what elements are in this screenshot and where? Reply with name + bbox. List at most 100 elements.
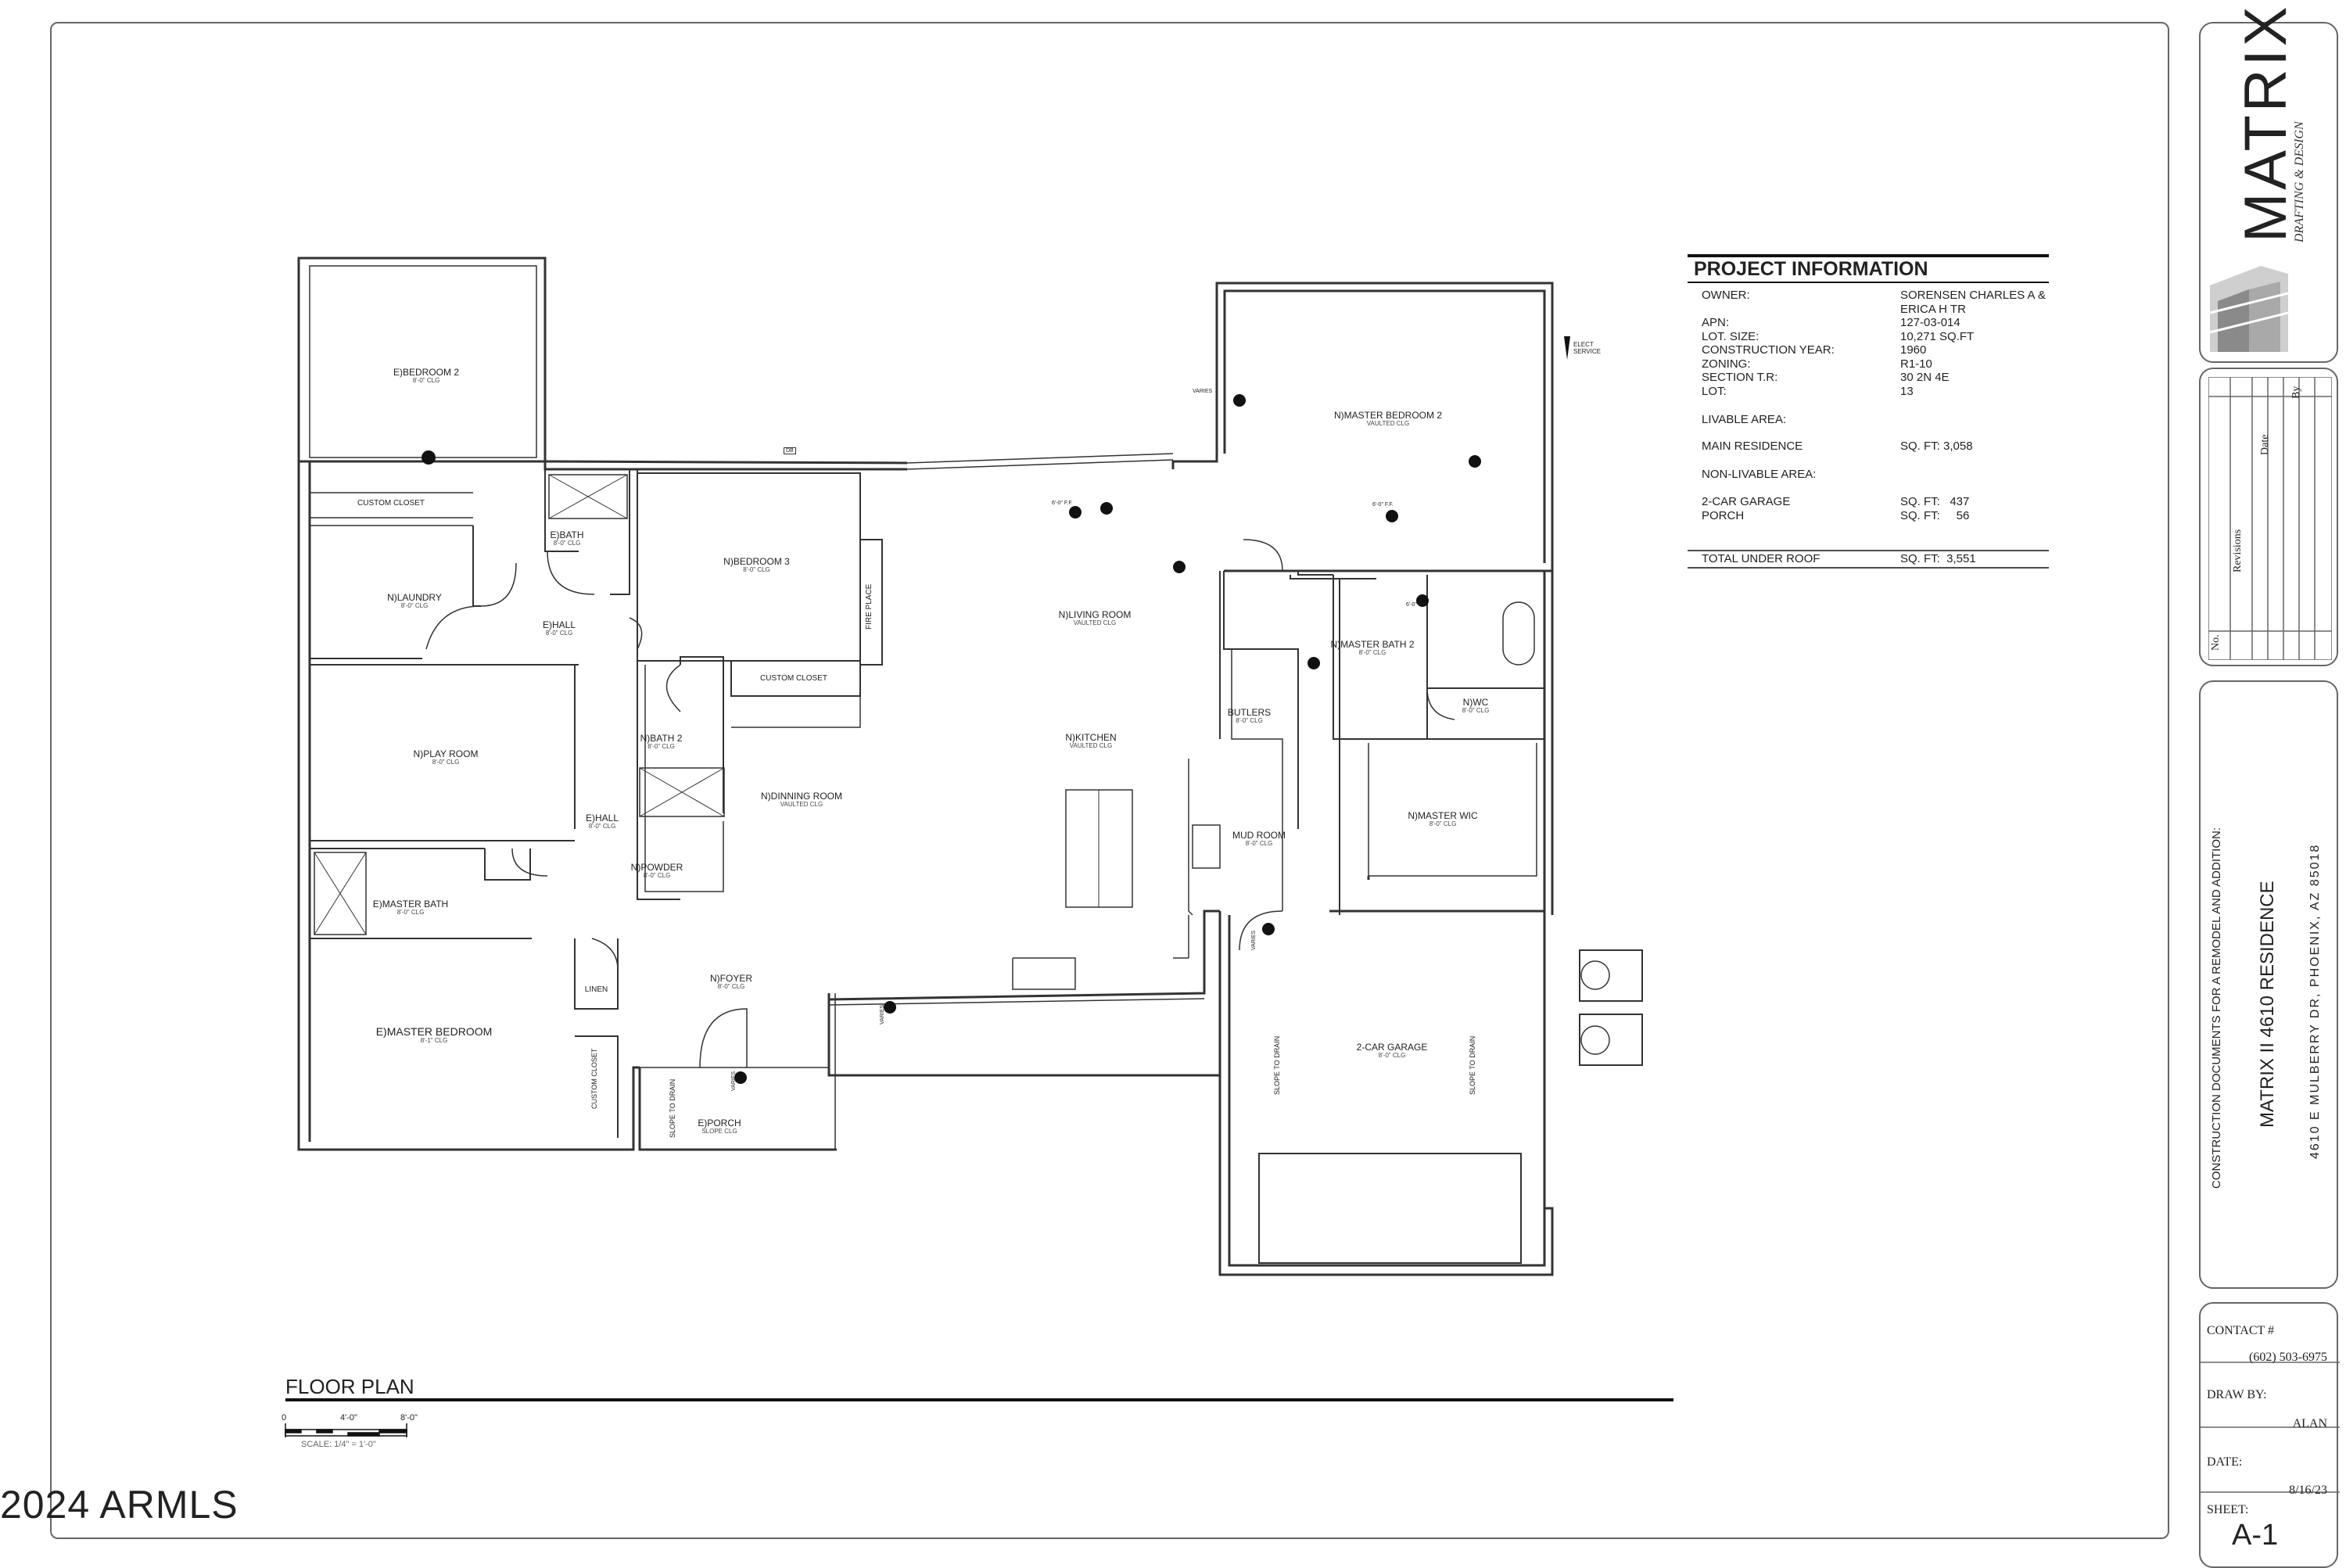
varies-note: VARIES: [880, 1004, 885, 1024]
garage-area-label: 2-CAR GARAGE: [1702, 495, 1791, 508]
project-info-label: ZONING:: [1702, 357, 1751, 371]
ac-unit-2: [1579, 1014, 1643, 1066]
doc-title: CONSTRUCTION DOCUMENTS FOR A REMODEL AND…: [2210, 827, 2223, 1189]
rev-header-date: Date: [2259, 434, 2271, 455]
residence-address: 4610 E MULBERRY DR, PHOENIX, AZ 85018: [2308, 843, 2322, 1159]
wall-bedroom2: [297, 257, 547, 463]
ceiling-fan-icon: [884, 1001, 896, 1014]
nonlivable-heading: NON-LIVABLE AREA:: [1702, 468, 1817, 481]
rev-header-revisions: Revisions: [2232, 529, 2244, 572]
room-label-custom-closet-3: CUSTOM CLOSET: [590, 1048, 598, 1109]
brand-tagline: DRAFTING & DESIGN: [2293, 121, 2306, 242]
total-roof-label: TOTAL UNDER ROOF: [1702, 552, 1820, 565]
scale-tick-1: 4'-0": [340, 1413, 357, 1423]
matrix-logo-icon: [2209, 266, 2289, 352]
scale-tick-0: 0: [282, 1413, 287, 1423]
ceiling-fan-icon: [1100, 502, 1113, 515]
drawn-by-value: ALAN: [2292, 1417, 2327, 1430]
project-info-value: 30 2N 4E: [1900, 371, 1950, 384]
project-info-label: OWNER:: [1702, 289, 1750, 302]
ac-unit-1: [1579, 949, 1643, 1002]
ceiling-fan-icon: [1416, 594, 1429, 607]
sheet-number: A-1: [2232, 1519, 2279, 1552]
project-info-label: APN:: [1702, 316, 1730, 329]
scale-tick-2: 8'-0": [400, 1413, 418, 1423]
rev-header-no: No.: [2210, 634, 2222, 651]
varies-note: VARIES: [1193, 389, 1213, 394]
garage-area-value: SQ. FT: 437: [1900, 495, 1970, 508]
scale-text: SCALE: 1/4" = 1'-0": [301, 1440, 376, 1449]
slope-to-drain-note: SLOPE TO DRAIN: [1273, 1035, 1281, 1095]
project-title-panel: CONSTRUCTION DOCUMENTS FOR A REMODEL AND…: [2199, 680, 2338, 1289]
ceiling-fan-icon: [1469, 455, 1481, 468]
room-label-fireplace: FIRE PLACE: [865, 583, 873, 630]
ceiling-fan-icon: [1069, 506, 1082, 518]
varies-note: VARIES: [1251, 930, 1257, 950]
drawn-by-label: DRAW BY:: [2207, 1388, 2267, 1401]
electric-service-icon: [1564, 336, 1570, 360]
residence-name: MATRIX II 4610 RESIDENCE: [2257, 881, 2278, 1128]
watermark: 2024 ARMLS: [0, 1483, 239, 1527]
revisions-panel: No. Revisions Date By: [2199, 368, 2338, 666]
total-roof-value: SQ. FT: 3,551: [1900, 552, 1976, 565]
date-value: 8/16/23: [2289, 1484, 2327, 1497]
fan-height-note: 6'-0" F.F.: [1372, 502, 1394, 508]
brand-name: MATRIX: [2233, 3, 2299, 242]
project-info-value: 1960: [1900, 343, 1927, 357]
room-label-custom-closet: CUSTOM CLOSET: [357, 499, 425, 508]
ceiling-fan-icon: [1233, 394, 1246, 407]
varies-note: VARIES: [731, 1071, 737, 1091]
fan-height-note: 6'-0" F.F.: [1406, 602, 1427, 608]
project-info-value: 13: [1900, 384, 1914, 398]
project-info-value: R1-10: [1900, 357, 1932, 371]
project-info-heading: PROJECT INFORMATION: [1694, 258, 1928, 280]
slope-to-drain-note: SLOPE TO DRAIN: [1469, 1035, 1476, 1095]
project-info-label: CONSTRUCTION YEAR:: [1702, 343, 1835, 357]
project-info-label: SECTION T.R:: [1702, 371, 1778, 384]
main-residence-value: SQ. FT: 3,058: [1900, 440, 1973, 453]
main-residence-label: MAIN RESIDENCE: [1702, 440, 1803, 453]
ceiling-fan-icon: [1308, 657, 1320, 669]
slope-to-drain-note: SLOPE TO DRAIN: [669, 1078, 676, 1138]
ceiling-fan-icon: [734, 1071, 747, 1084]
porch-area-label: PORCH: [1702, 509, 1745, 522]
ceiling-fan-icon: [421, 450, 436, 465]
elect-service-note: ELECT SERVICE: [1573, 341, 1601, 355]
livable-heading: LIVABLE AREA:: [1702, 413, 1787, 426]
project-info-value: 10,271 SQ.FT: [1900, 329, 1975, 343]
room-label-linen: LINEN: [584, 985, 608, 994]
project-info-label: LOT:: [1702, 384, 1727, 398]
revisions-grid: [2208, 377, 2332, 660]
project-info-value: ERICA H TR: [1900, 302, 1966, 316]
project-info-label: LOT. SIZE:: [1702, 329, 1760, 343]
floor-plan-drawing: [285, 254, 2049, 1437]
rev-header-by: By: [2290, 386, 2302, 399]
contact-panel: CONTACT # (602) 503-6975 DRAW BY: ALAN D…: [2199, 1302, 2340, 1568]
contact-label: CONTACT #: [2207, 1324, 2274, 1337]
date-label: DATE:: [2207, 1455, 2243, 1469]
ceiling-fan-icon: [1262, 923, 1275, 935]
ceiling-fan-icon: [1173, 561, 1186, 573]
